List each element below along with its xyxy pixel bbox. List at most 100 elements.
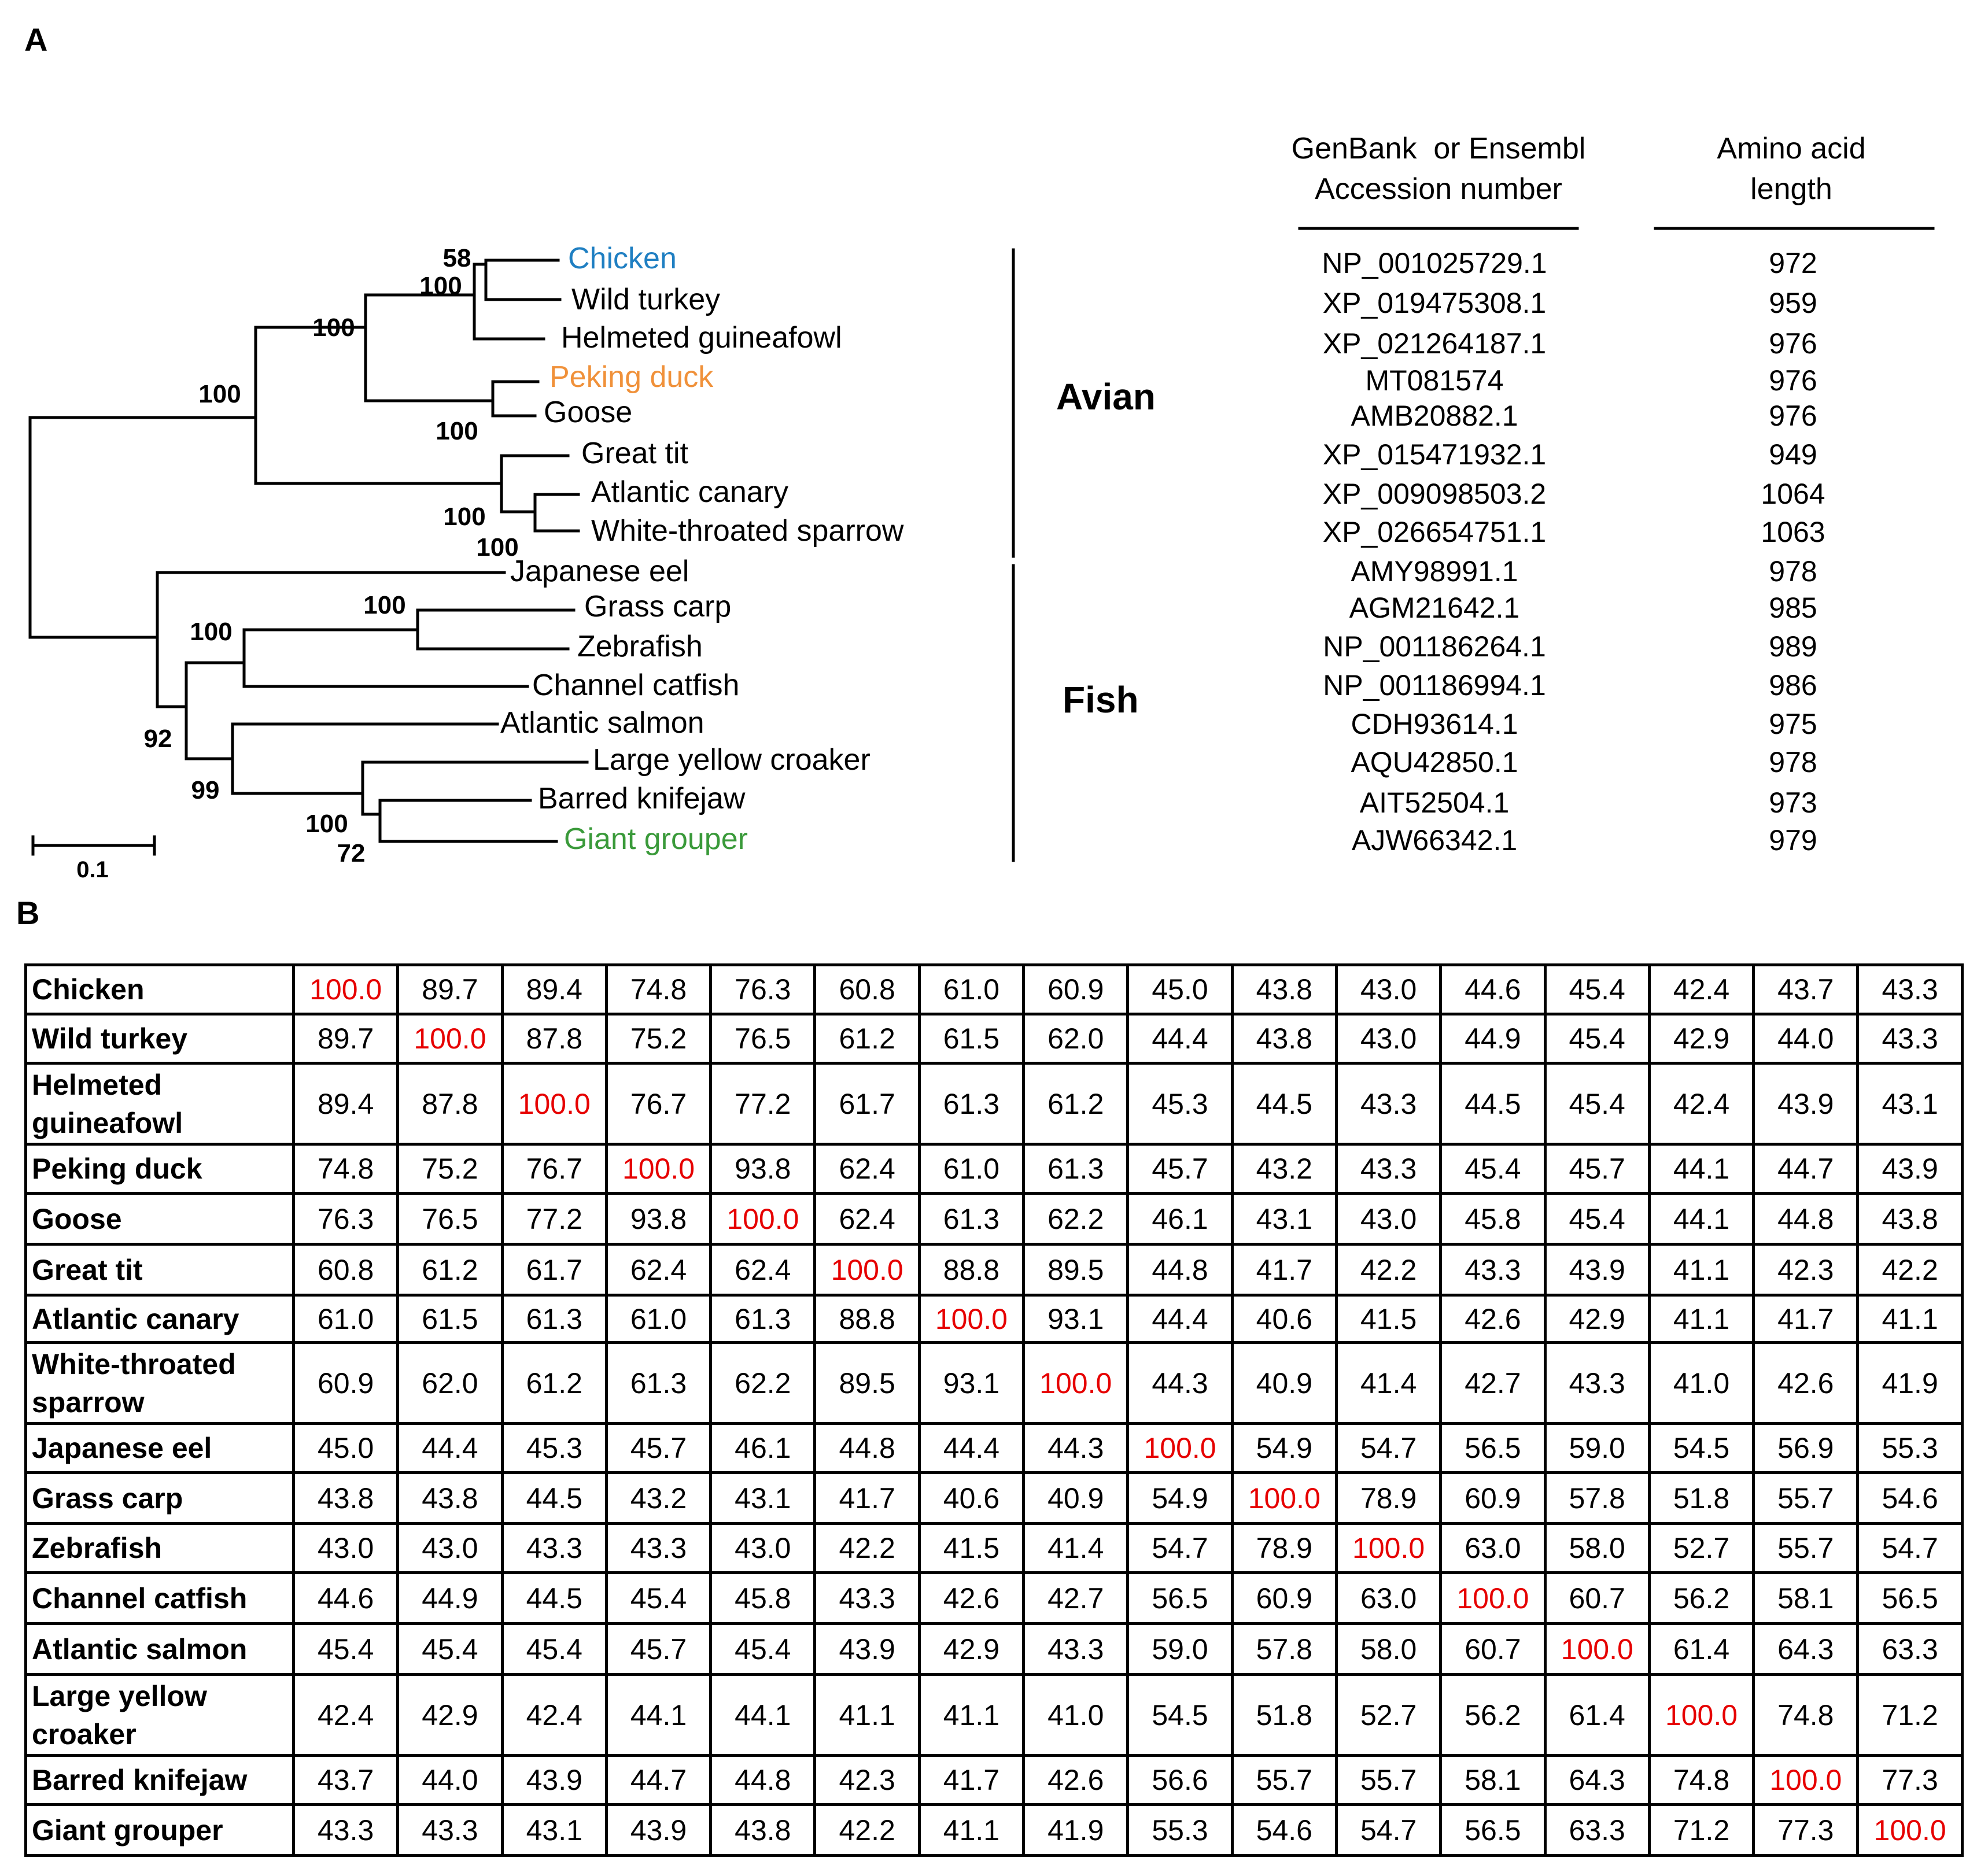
accession-id: NP_001025729.1 [1322, 247, 1547, 279]
matrix-cell: 42.9 [1543, 1294, 1651, 1344]
matrix-cell: 42.3 [1752, 1243, 1860, 1297]
accession-id: XP_021264187.1 [1322, 327, 1547, 360]
matrix-cell: 87.8 [396, 1062, 504, 1146]
leaf-label: Great tit [581, 437, 688, 470]
matrix-cell: 45.8 [1439, 1192, 1547, 1246]
matrix-cell: 61.3 [917, 1062, 1026, 1146]
amino-acid-length: 972 [1769, 247, 1817, 279]
amino-acid-length: 979 [1769, 824, 1817, 856]
matrix-cell: 54.7 [1334, 1422, 1443, 1474]
matrix-cell: 45.7 [1126, 1143, 1234, 1195]
matrix-cell: 76.5 [709, 1013, 817, 1065]
accession-id: NP_001186994.1 [1323, 669, 1546, 701]
matrix-cell: 43.3 [1439, 1243, 1547, 1297]
matrix-cell: 45.3 [1126, 1062, 1234, 1146]
matrix-cell: 54.5 [1126, 1673, 1234, 1757]
matrix-cell: 56.9 [1752, 1422, 1860, 1474]
accession-id: XP_019475308.1 [1322, 287, 1547, 319]
matrix-cell: 45.4 [604, 1571, 713, 1625]
matrix-cell: 43.8 [709, 1803, 817, 1857]
matrix-cell: 71.2 [1647, 1803, 1755, 1857]
matrix-cell: 42.2 [1856, 1243, 1964, 1297]
leaf-label: Grass carp [584, 590, 732, 623]
matrix-cell: 43.9 [1543, 1243, 1651, 1297]
accession-id: CDH93614.1 [1351, 708, 1518, 740]
matrix-cell: 43.8 [396, 1471, 504, 1525]
matrix-cell: 43.1 [500, 1803, 608, 1857]
leaf-label: Atlantic canary [591, 475, 789, 509]
matrix-cell-diagonal: 100.0 [396, 1013, 504, 1065]
matrix-cell: 93.8 [709, 1143, 817, 1195]
matrix-cell: 44.7 [604, 1754, 713, 1806]
matrix-row-label: Great tit [24, 1243, 295, 1297]
matrix-cell: 63.0 [1439, 1522, 1547, 1574]
amino-acid-length: 978 [1769, 555, 1817, 588]
matrix-cell: 55.7 [1230, 1754, 1338, 1806]
length-column-header: Amino acid length [1717, 132, 1866, 206]
matrix-cell: 89.5 [1022, 1243, 1130, 1297]
matrix-cell: 52.7 [1647, 1522, 1755, 1574]
matrix-cell: 87.8 [500, 1013, 608, 1065]
matrix-cell: 41.0 [1022, 1673, 1130, 1757]
matrix-cell: 43.3 [1334, 1143, 1443, 1195]
matrix-cell: 61.3 [917, 1192, 1026, 1246]
matrix-cell: 44.5 [1439, 1062, 1547, 1146]
matrix-cell-diagonal: 100.0 [292, 963, 400, 1015]
matrix-cell: 43.9 [500, 1754, 608, 1806]
matrix-cell: 89.7 [292, 1013, 400, 1065]
matrix-cell: 41.4 [1022, 1522, 1130, 1574]
matrix-cell-diagonal: 100.0 [1022, 1341, 1130, 1425]
matrix-cell: 62.0 [1022, 1013, 1130, 1065]
matrix-cell: 43.8 [292, 1471, 400, 1525]
matrix-cell: 42.7 [1022, 1571, 1130, 1625]
bootstrap-value: 100 [436, 417, 478, 445]
bootstrap-value: 92 [143, 725, 172, 753]
matrix-cell: 41.9 [1856, 1341, 1964, 1425]
matrix-cell: 45.4 [292, 1622, 400, 1676]
leaf-label: Goose [544, 396, 633, 429]
matrix-cell: 41.9 [1022, 1803, 1130, 1857]
bootstrap-value: 100 [190, 618, 233, 646]
matrix-cell: 60.9 [1230, 1571, 1338, 1625]
matrix-row-label: Goose [24, 1192, 295, 1246]
matrix-cell: 54.7 [1126, 1522, 1234, 1574]
matrix-cell: 45.4 [1439, 1143, 1547, 1195]
matrix-cell: 57.8 [1543, 1471, 1651, 1525]
matrix-cell: 75.2 [396, 1143, 504, 1195]
matrix-cell: 60.7 [1543, 1571, 1651, 1625]
matrix-cell: 41.1 [1647, 1243, 1755, 1297]
matrix-cell: 61.2 [396, 1243, 504, 1297]
matrix-row-label: Giant grouper [24, 1803, 295, 1857]
matrix-cell: 44.8 [709, 1754, 817, 1806]
amino-acid-length: 975 [1769, 708, 1817, 740]
matrix-cell-diagonal: 100.0 [1752, 1754, 1860, 1806]
matrix-cell: 61.7 [813, 1062, 921, 1146]
bootstrap-value: 72 [337, 839, 366, 867]
matrix-cell: 63.0 [1334, 1571, 1443, 1625]
matrix-cell: 61.4 [1543, 1673, 1651, 1757]
matrix-cell: 43.0 [396, 1522, 504, 1574]
matrix-cell: 88.8 [917, 1243, 1026, 1297]
matrix-cell: 43.3 [813, 1571, 921, 1625]
matrix-cell: 42.4 [500, 1673, 608, 1757]
amino-acid-length: 973 [1769, 786, 1817, 819]
matrix-cell: 45.4 [396, 1622, 504, 1676]
matrix-cell-diagonal: 100.0 [500, 1062, 608, 1146]
matrix-cell: 74.8 [292, 1143, 400, 1195]
matrix-cell: 61.2 [813, 1013, 921, 1065]
matrix-row-label: Barred knifejaw [24, 1754, 295, 1806]
matrix-cell: 42.4 [1647, 1062, 1755, 1146]
leaf-label: Helmeted guineafowl [561, 321, 842, 354]
accession-id: AMY98991.1 [1351, 555, 1518, 588]
matrix-cell: 55.3 [1856, 1422, 1964, 1474]
matrix-row-label: Helmeted guineafowl [24, 1062, 295, 1146]
matrix-row-label: Grass carp [24, 1471, 295, 1525]
matrix-cell: 44.6 [292, 1571, 400, 1625]
matrix-cell: 43.3 [396, 1803, 504, 1857]
